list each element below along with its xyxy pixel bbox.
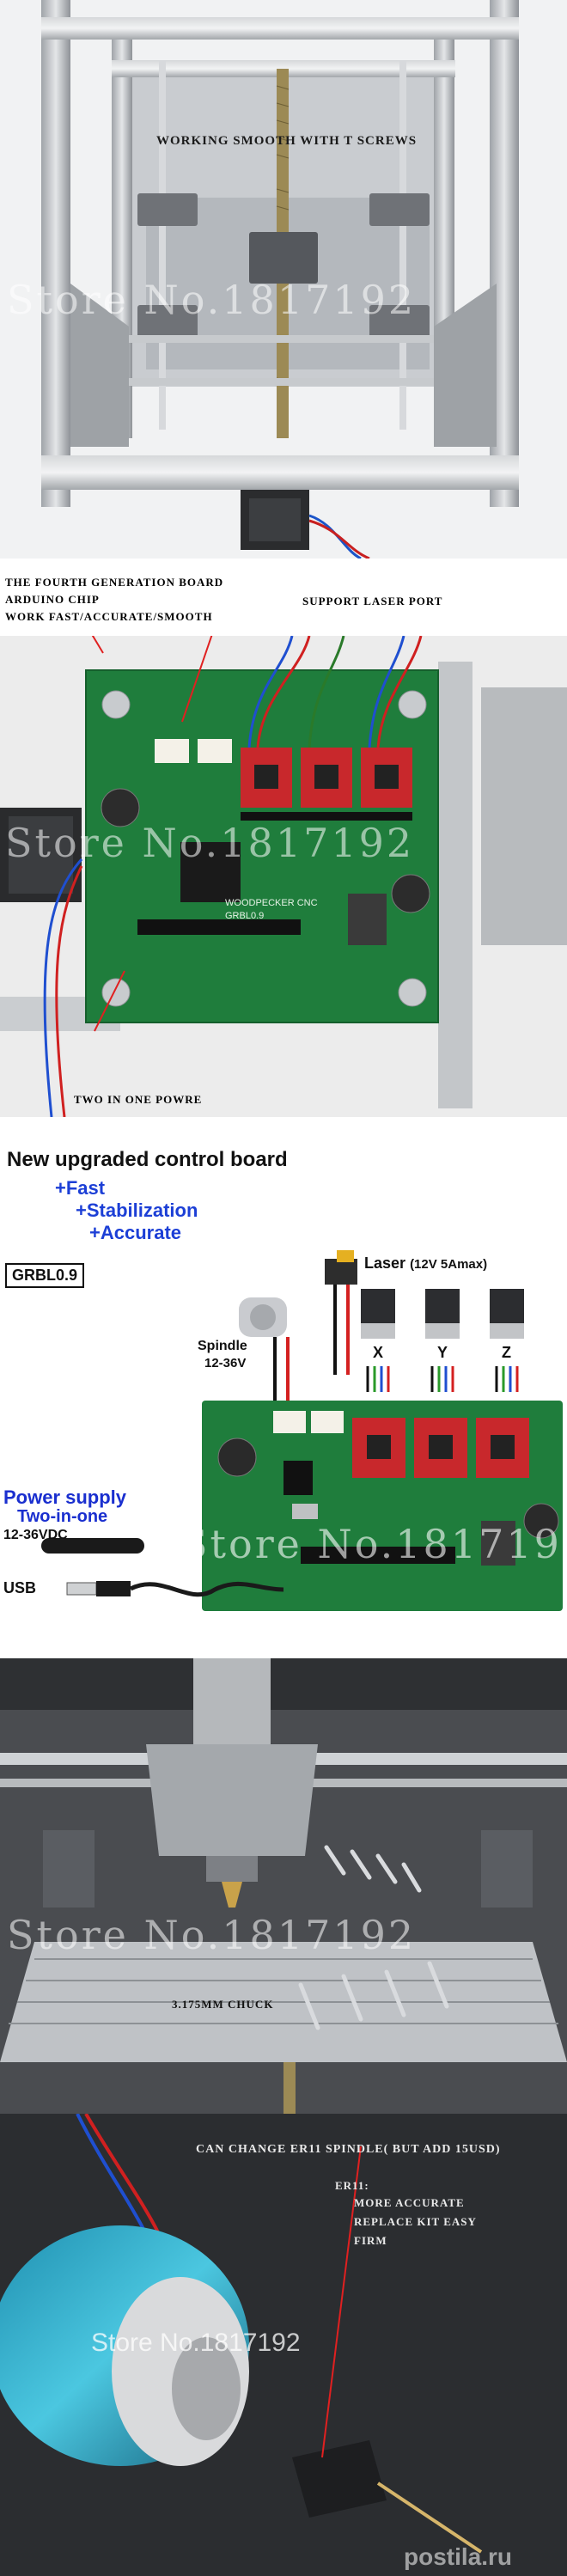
watermark-frame: Store No.1817192 <box>7 277 417 323</box>
chuck-caption: 3.175MM CHUCK <box>172 1998 274 2011</box>
panel-er11: CAN CHANGE ER11 SPINDLE( BUT ADD 15USD) … <box>0 2114 567 2576</box>
watermark-chuck: Store No.1817192 <box>7 1912 417 1958</box>
watermark-board: Store No.1817192 <box>5 820 415 866</box>
footer-watermark: postila.ru <box>404 2543 513 2570</box>
power-supply-label: Power supply <box>3 1486 127 1508</box>
er11-illustration <box>0 2114 567 2576</box>
er11-label: ER11: <box>335 2179 369 2192</box>
frame-caption: WORKING SMOOTH WITH T SCREWS <box>156 134 418 148</box>
er11-item-accurate: MORE ACCURATE <box>354 2196 465 2209</box>
panel-chuck: Store No.1817192 3.175MM CHUCK <box>0 1658 567 2114</box>
feature-accurate: +Accurate <box>89 1222 182 1243</box>
axis-x-label: X <box>373 1344 384 1361</box>
panel-upgraded: New upgraded control board +Fast +Stabil… <box>0 1143 567 1658</box>
power-two-in-one-label: Two-in-one <box>17 1507 108 1526</box>
feature-fast: +Fast <box>55 1177 106 1199</box>
upgraded-title: New upgraded control board <box>7 1148 288 1171</box>
support-laser-caption: SUPPORT LASER PORT <box>302 595 443 607</box>
board-silk-version: GRBL0.9 <box>225 911 265 921</box>
er11-title: CAN CHANGE ER11 SPINDLE( BUT ADD 15USD) <box>196 2143 501 2156</box>
laser-spec: (12V 5Amax) <box>410 1257 488 1272</box>
frame-illustration <box>0 0 567 559</box>
spindle-label: Spindle <box>198 1339 247 1353</box>
feature-stabilization: +Stabilization <box>76 1199 198 1221</box>
board-line-2: ARDUINO CHIP <box>5 593 100 606</box>
laser-label-text: Laser <box>364 1254 406 1272</box>
board-line-1: THE FOURTH GENERATION BOARD <box>5 576 224 589</box>
board-illustration <box>0 636 567 1117</box>
panel-board: THE FOURTH GENERATION BOARD ARDUINO CHIP… <box>0 559 567 1143</box>
upgraded-diagram <box>41 1250 563 1611</box>
board-silk-text: WOODPECKER CNC <box>225 898 318 908</box>
usb-label: USB <box>3 1579 37 1596</box>
board-line-3: WORK FAST/ACCURATE/SMOOTH <box>5 610 213 623</box>
grbl-badge: GRBL0.9 <box>5 1263 85 1288</box>
axis-z-label: Z <box>502 1344 511 1361</box>
two-in-one-caption: TWO IN ONE POWRE <box>74 1093 203 1106</box>
power-voltage-label: 12-36VDC <box>3 1528 68 1542</box>
panel-frame: WORKING SMOOTH WITH T SCREWS Store No.18… <box>0 0 567 559</box>
er11-item-firm: FIRM <box>354 2234 387 2247</box>
axis-y-label: Y <box>437 1344 448 1361</box>
watermark-upgraded: Store No.1817192 <box>180 1521 567 1567</box>
laser-label: Laser (12V 5Amax) <box>364 1254 487 1273</box>
spindle-voltage: 12-36V <box>204 1356 247 1370</box>
er11-item-replace: REPLACE KIT EASY <box>354 2215 477 2228</box>
watermark-er11: Store No.1817192 <box>91 2329 301 2357</box>
chuck-illustration <box>0 1658 567 2114</box>
